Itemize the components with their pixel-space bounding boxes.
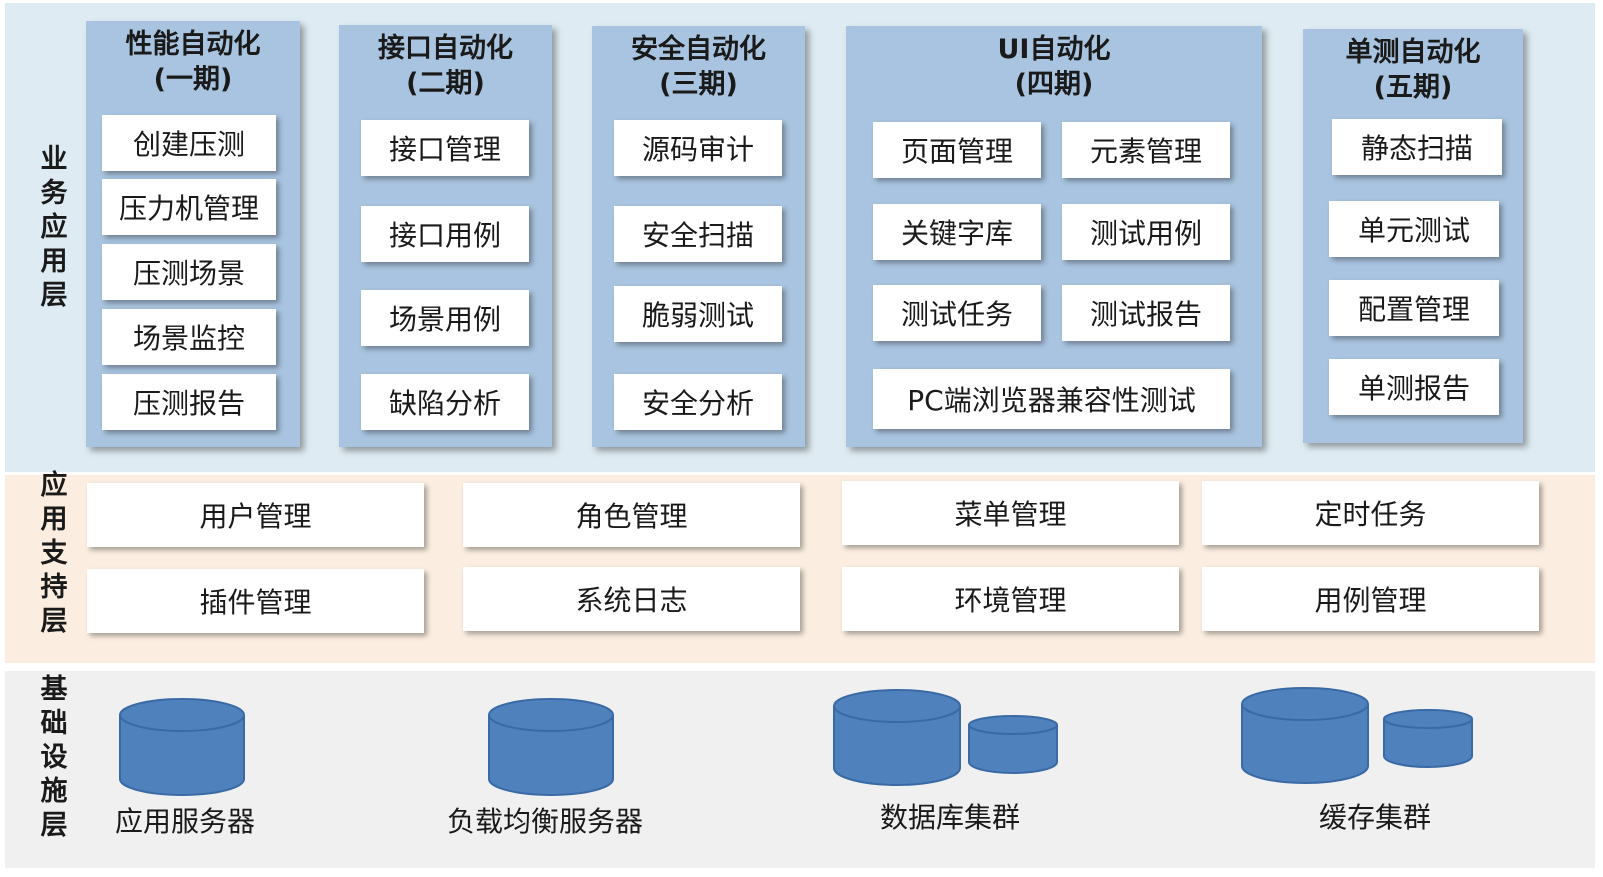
item-api-cases[interactable]: 接口用例: [361, 206, 529, 262]
item-system-log[interactable]: 系统日志: [463, 567, 800, 631]
module-unit: 单测自动化 (五期) 静态扫描 单元测试 配置管理 单测报告: [1303, 29, 1523, 443]
business-layer-title: 业务应用层: [40, 144, 68, 311]
item-case-management[interactable]: 用例管理: [1202, 567, 1539, 631]
item-menu-management[interactable]: 菜单管理: [842, 481, 1179, 545]
item-test-report[interactable]: 测试报告: [1062, 285, 1230, 341]
module-title: 安全自动化 (三期): [631, 34, 766, 100]
database-cylinder-large-icon: [833, 689, 961, 786]
database-cluster-label: 数据库集群: [879, 801, 1020, 834]
module-title: 性能自动化 (一期): [125, 29, 261, 95]
item-plugin-management[interactable]: 插件管理: [87, 569, 424, 633]
module-title: 接口自动化 (二期): [378, 33, 513, 99]
load-balancer-cylinder-icon: [488, 698, 614, 796]
item-scheduled-tasks[interactable]: 定时任务: [1202, 481, 1539, 545]
module-api: 接口自动化 (二期) 接口管理 接口用例 场景用例 缺陷分析: [339, 25, 552, 447]
cache-cylinder-large-icon: [1241, 687, 1369, 784]
item-environment-management[interactable]: 环境管理: [842, 567, 1179, 631]
item-unit-test[interactable]: 单元测试: [1329, 201, 1499, 257]
item-api-management[interactable]: 接口管理: [361, 120, 529, 176]
item-load-scenario[interactable]: 压测场景: [102, 244, 276, 300]
item-vulnerability-test[interactable]: 脆弱测试: [614, 286, 782, 342]
item-browser-compat[interactable]: PC端浏览器兼容性测试: [873, 369, 1230, 429]
item-defect-analysis[interactable]: 缺陷分析: [361, 374, 529, 430]
item-user-management[interactable]: 用户管理: [87, 483, 424, 547]
item-unit-report[interactable]: 单测报告: [1329, 359, 1499, 415]
item-security-analysis[interactable]: 安全分析: [614, 374, 782, 430]
item-source-audit[interactable]: 源码审计: [614, 120, 782, 176]
module-ui: UI自动化 (四期) 页面管理 元素管理 关键字库 测试用例 测试任务 测试报告…: [846, 26, 1262, 447]
item-test-tasks[interactable]: 测试任务: [873, 285, 1041, 341]
item-config-management[interactable]: 配置管理: [1329, 280, 1499, 336]
module-title: UI自动化 (四期): [997, 34, 1111, 100]
database-cylinder-small-icon: [968, 715, 1058, 774]
module-performance: 性能自动化 (一期) 创建压测 压力机管理 压测场景 场景监控 压测报告: [86, 21, 300, 447]
module-title: 单测自动化 (五期): [1345, 37, 1481, 103]
item-element-management[interactable]: 元素管理: [1062, 122, 1230, 178]
item-test-cases[interactable]: 测试用例: [1062, 204, 1230, 260]
item-create-test[interactable]: 创建压测: [102, 115, 276, 171]
item-keyword-library[interactable]: 关键字库: [873, 204, 1041, 260]
cache-cylinder-small-icon: [1383, 709, 1473, 768]
item-page-management[interactable]: 页面管理: [873, 122, 1041, 178]
item-static-scan[interactable]: 静态扫描: [1332, 119, 1502, 175]
app-server-label: 应用服务器: [114, 805, 255, 838]
item-load-report[interactable]: 压测报告: [102, 374, 276, 430]
module-security: 安全自动化 (三期) 源码审计 安全扫描 脆弱测试 安全分析: [592, 26, 805, 447]
cache-cluster-label: 缓存集群: [1318, 801, 1431, 834]
item-security-scan[interactable]: 安全扫描: [614, 206, 782, 262]
item-scenario-cases[interactable]: 场景用例: [361, 290, 529, 346]
item-scenario-monitor[interactable]: 场景监控: [102, 309, 276, 365]
item-role-management[interactable]: 角色管理: [463, 483, 800, 547]
item-load-generator[interactable]: 压力机管理: [102, 179, 276, 235]
app-server-cylinder-icon: [119, 698, 245, 796]
load-balancer-label: 负载均衡服务器: [446, 805, 643, 838]
infrastructure-layer-title: 基础设施层: [40, 674, 68, 841]
support-layer-title: 应用支持层: [40, 470, 68, 637]
